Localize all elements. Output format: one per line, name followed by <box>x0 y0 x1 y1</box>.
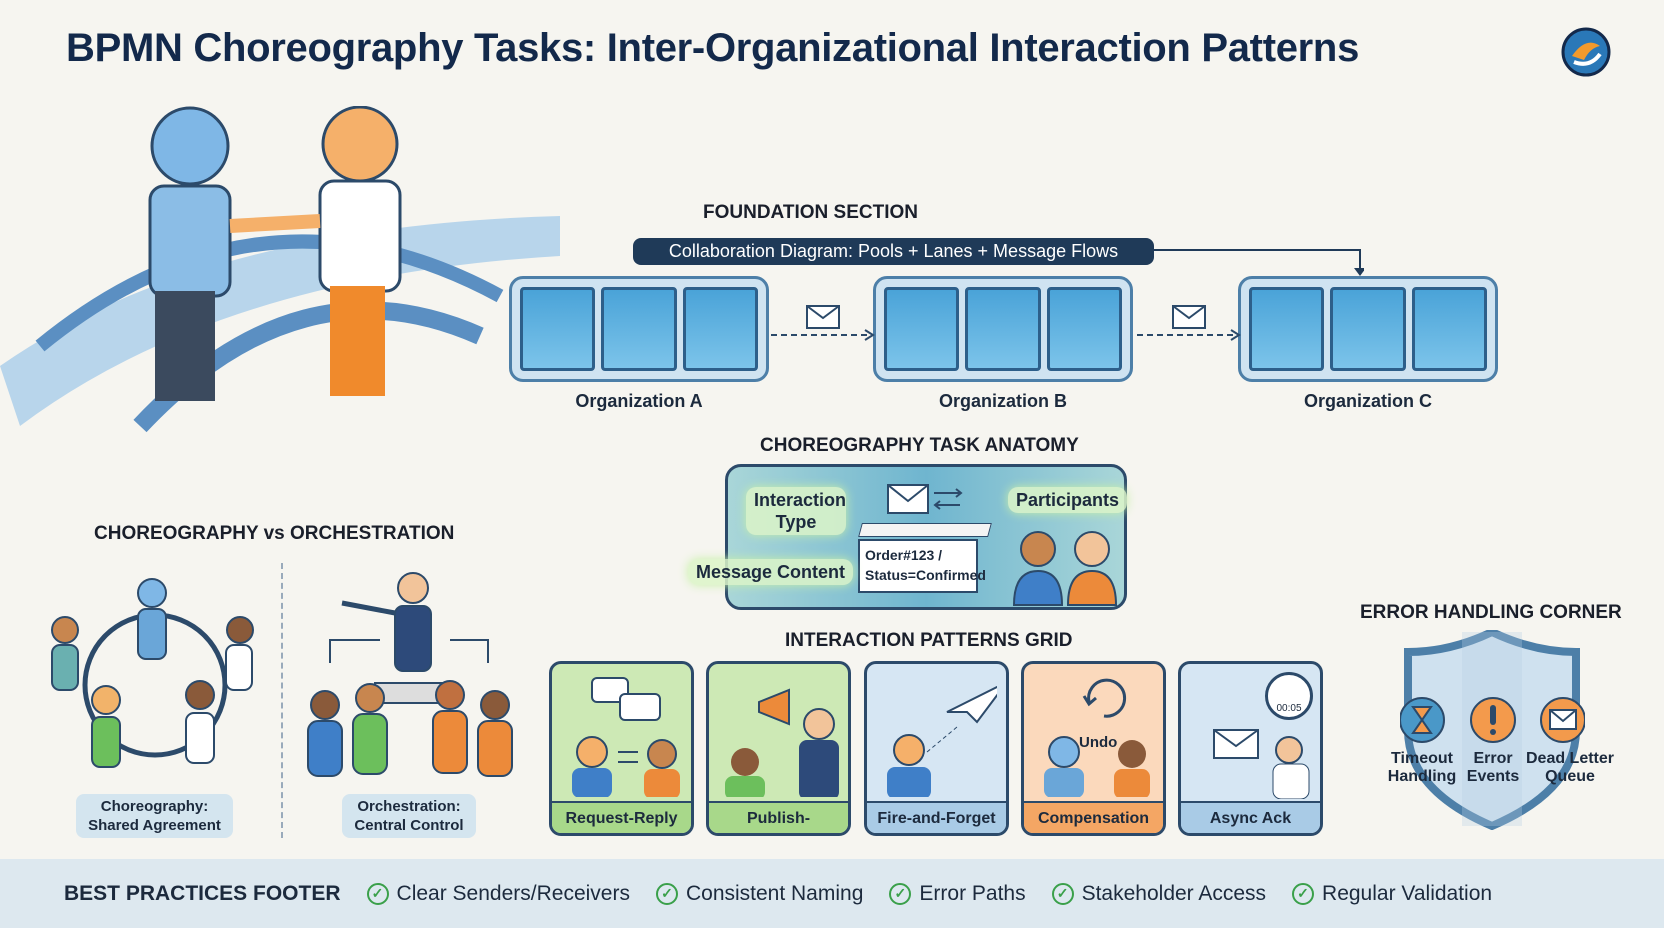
errors-heading: ERROR HANDLING CORNER <box>1360 602 1622 623</box>
interaction-type-label: Interaction Type <box>746 487 846 535</box>
pattern-card-async-ack[interactable]: 00:05 Async Ack <box>1178 661 1323 836</box>
practice-item: ✓Clear Senders/Receivers <box>366 882 630 906</box>
check-icon: ✓ <box>366 882 389 905</box>
pattern-label: Publish-Subscribe <box>709 801 848 833</box>
participants-label: Participants <box>1008 487 1128 513</box>
practice-item: ✓Stakeholder Access <box>1051 882 1266 906</box>
footer-heading: BEST PRACTICES FOOTER <box>64 881 341 905</box>
pattern-card-publish-subscribe[interactable]: Publish-Subscribe <box>706 661 851 836</box>
envelope-handoff-icon <box>1213 729 1310 799</box>
org-b-label: Organization B <box>938 391 1067 411</box>
collaboration-banner: Collaboration Diagram: Pools + Lanes + M… <box>633 238 1154 265</box>
orchestration-illustration <box>307 572 513 777</box>
page-title: BPMN Choreography Tasks: Inter-Organizat… <box>66 26 1360 70</box>
error-icons <box>1400 697 1585 743</box>
message-content-card: Order#123 / Status=Confirmed <box>858 539 986 593</box>
hourglass-icon <box>1400 697 1445 743</box>
message-line-1: Order#123 / <box>865 547 943 563</box>
practice-item: ✓Error Paths <box>889 882 1026 906</box>
request-reply-icon <box>572 677 680 797</box>
org-a-label: Organization A <box>575 391 703 411</box>
envelope-icon <box>1540 697 1585 743</box>
error-events-label: Error Events <box>1466 750 1520 785</box>
participants-avatars <box>1012 531 1118 606</box>
dead-letter-queue-label: Dead Letter Queue <box>1525 750 1615 785</box>
comparison-heading: CHOREOGRAPHY vs ORCHESTRATION <box>94 523 455 544</box>
handshake-bridge-illustration <box>0 106 560 433</box>
comparison-divider <box>281 563 283 838</box>
patterns-heading: INTERACTION PATTERNS GRID <box>785 630 1073 651</box>
practice-item: ✓Regular Validation <box>1292 882 1492 906</box>
logo-icon <box>1561 27 1611 77</box>
message-header-bar <box>858 523 992 537</box>
pattern-card-fire-and-forget[interactable]: Fire-and-Forget <box>864 661 1009 836</box>
pattern-label: Compensation <box>1024 801 1163 833</box>
message-flow-a-b <box>771 305 875 341</box>
undo-label: Undo <box>1079 734 1118 751</box>
choreography-caption: Choreography: Shared Agreement <box>76 794 233 838</box>
foundation-heading: FOUNDATION SECTION <box>703 202 918 223</box>
clock-icon: 00:05 <box>1265 672 1313 720</box>
orchestration-caption: Orchestration: Central Control <box>342 794 476 838</box>
choreography-circle-illustration <box>51 578 254 768</box>
practice-item: ✓Consistent Naming <box>655 882 863 906</box>
check-icon: ✓ <box>655 882 678 905</box>
message-flow-b-c <box>1137 305 1241 341</box>
message-content-label: Message Content <box>688 559 854 585</box>
pattern-card-request-reply[interactable]: Request-Reply <box>549 661 694 836</box>
org-c-label: Organization C <box>1303 391 1432 411</box>
pattern-label: Fire-and-Forget <box>867 801 1006 833</box>
paper-plane-icon <box>887 685 997 797</box>
message-line-2: Status=Confirmed <box>865 567 986 583</box>
anatomy-box: Interaction Type Participants Order#123 … <box>688 464 1128 610</box>
anatomy-heading: CHOREOGRAPHY TASK ANATOMY <box>760 435 1079 456</box>
pool-organization-c <box>1238 276 1498 382</box>
envelope-exchange-icon <box>887 484 963 514</box>
banner-arrow <box>1154 249 1364 276</box>
pattern-label: Async Ack <box>1181 801 1320 833</box>
pool-organization-b <box>873 276 1133 382</box>
undo-cycle-icon <box>1044 678 1150 797</box>
pattern-card-compensation[interactable]: Undo Compensation <box>1021 661 1166 836</box>
check-icon: ✓ <box>1292 882 1315 905</box>
pool-organization-a <box>509 276 769 382</box>
check-icon: ✓ <box>889 882 912 905</box>
exclamation-icon <box>1470 697 1516 743</box>
check-icon: ✓ <box>1051 882 1074 905</box>
timeout-handling-label: Timeout Handling <box>1387 750 1457 785</box>
best-practices-footer: BEST PRACTICES FOOTER ✓Clear Senders/Rec… <box>0 859 1664 928</box>
pattern-label: Request-Reply <box>552 801 691 833</box>
megaphone-icon <box>725 688 839 797</box>
